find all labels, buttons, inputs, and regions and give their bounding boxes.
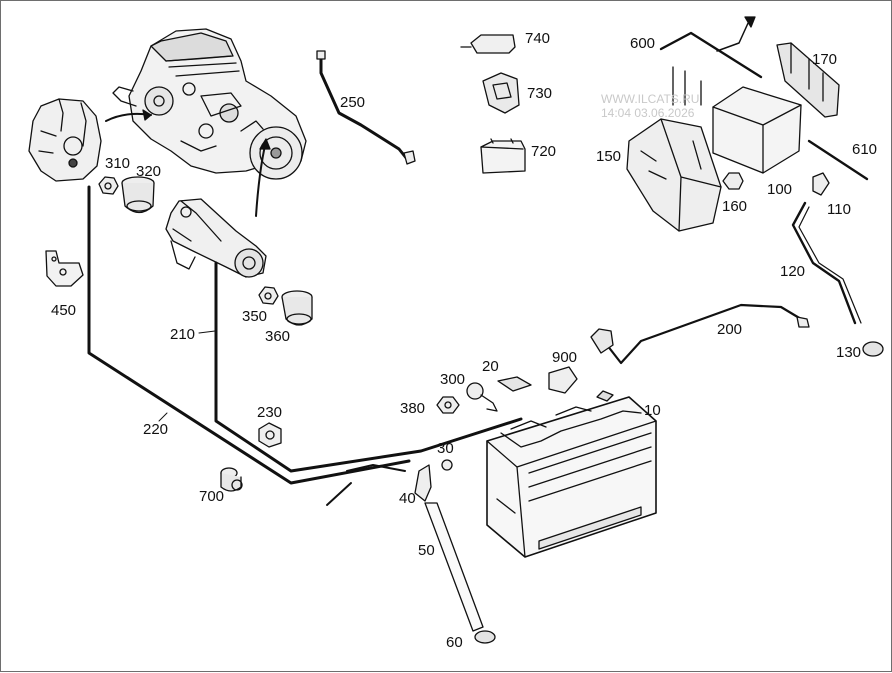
leader-210 (198, 330, 216, 334)
callout-200: 200 (717, 321, 743, 338)
starter-motor (165, 198, 267, 278)
fuse-holder-730 (482, 72, 520, 114)
callout-170: 170 (812, 51, 838, 68)
clip-230 (258, 422, 282, 448)
engine-assembly (112, 28, 307, 180)
fitting-110 (812, 172, 830, 196)
callout-610: 610 (852, 141, 878, 158)
battery-10 (486, 390, 657, 558)
plug-60 (474, 630, 496, 644)
callout-380: 380 (400, 400, 426, 417)
callout-700: 700 (199, 488, 225, 505)
callout-210: 210 (170, 326, 196, 343)
bushing-700 (220, 467, 243, 492)
nut-350 (258, 286, 279, 305)
boot-360 (281, 290, 313, 326)
callout-740: 740 (525, 30, 551, 47)
auxiliary-battery-100 (712, 86, 802, 174)
callout-350: 350 (242, 308, 268, 325)
callout-60: 60 (446, 634, 463, 651)
callout-450: 450 (51, 302, 77, 319)
callout-310: 310 (105, 155, 131, 172)
boot-320 (121, 176, 155, 214)
callout-130: 130 (836, 344, 862, 361)
cable-220 (87, 185, 411, 485)
arrowhead-left (142, 109, 152, 121)
line-600-arrow (744, 16, 756, 28)
cover-900 (548, 366, 578, 394)
relay-740 (460, 34, 516, 54)
callout-10: 10 (644, 402, 661, 419)
callout-220: 220 (143, 421, 169, 438)
plug-130 (862, 341, 884, 357)
cable-tail (326, 482, 352, 506)
vent-hose-50 (424, 502, 484, 632)
callout-100: 100 (767, 181, 793, 198)
line-610 (807, 139, 869, 181)
callout-40: 40 (399, 490, 416, 507)
callout-150: 150 (596, 148, 622, 165)
callout-730: 730 (527, 85, 553, 102)
alternator (28, 98, 102, 182)
nut-310 (98, 176, 119, 195)
callout-720: 720 (531, 143, 557, 160)
callout-320: 320 (136, 163, 162, 180)
callout-50: 50 (418, 542, 435, 559)
callout-230: 230 (257, 404, 283, 421)
holder-170 (776, 42, 840, 118)
nut-160 (722, 172, 744, 190)
nut-380 (436, 396, 460, 414)
callout-300: 300 (440, 371, 466, 388)
ground-strap-250 (316, 50, 416, 165)
line-600-branch (716, 20, 750, 52)
leader-220 (158, 412, 168, 422)
bracket-450 (45, 250, 84, 287)
callout-120: 120 (780, 263, 806, 280)
cable-branch (346, 464, 406, 472)
line-600-ticks (672, 66, 702, 106)
callout-30: 30 (437, 440, 454, 457)
callout-20: 20 (482, 358, 499, 375)
cable-210 (214, 261, 523, 473)
callout-600: 600 (630, 35, 656, 52)
pad-20 (497, 376, 532, 392)
watermark-stamp: 14:04 03.06.2026 (601, 106, 695, 120)
callout-360: 360 (265, 328, 291, 345)
elbow-40 (414, 464, 432, 502)
auxiliary-battery-720 (480, 138, 526, 174)
line-600 (659, 31, 763, 79)
callout-900: 900 (552, 349, 578, 366)
vent-plug-30 (441, 459, 453, 471)
callout-250: 250 (340, 94, 366, 111)
callout-110: 110 (827, 201, 851, 218)
hose-120 (791, 201, 862, 325)
watermark-site: WWW.ILCATS.RU (601, 92, 700, 106)
callout-160: 160 (722, 198, 748, 215)
cable-200 (590, 303, 810, 365)
battery-tray-150 (626, 118, 722, 232)
arrowhead-up (259, 138, 271, 150)
bolt-300 (466, 382, 498, 412)
